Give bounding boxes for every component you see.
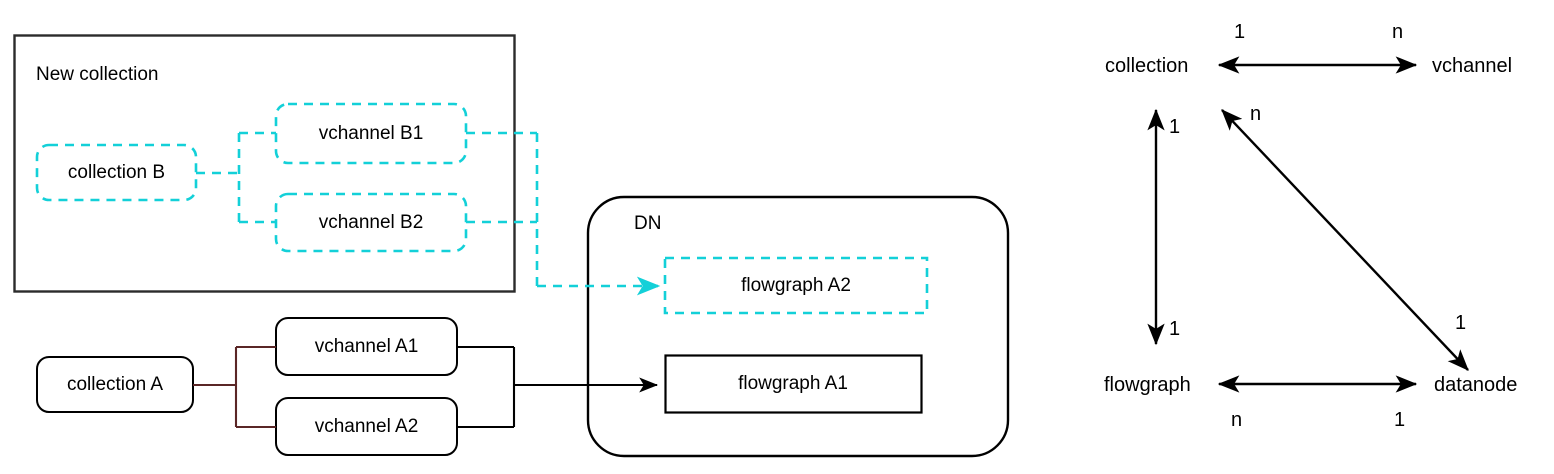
dn-group-box <box>586 195 1010 458</box>
vchannel-a2-label: vchannel A2 <box>314 416 419 437</box>
flowgraph-a2-box <box>663 256 929 315</box>
flowgraph-a1-box <box>664 354 923 414</box>
collection-b-box <box>35 143 198 202</box>
er-edge-vchannel-datanode <box>1221 109 1469 371</box>
er-cardinality-collection-flowgraph-bottom: 1 <box>1169 318 1181 340</box>
er-cardinality-collection-vchannel-left: 1 <box>1234 21 1246 43</box>
collection-b-label: collection B <box>67 162 166 183</box>
er-cardinality-vchannel-datanode-bottom: 1 <box>1455 312 1467 334</box>
er-entity-vchannel: vchannel <box>1432 55 1513 77</box>
new-collection-group-box <box>13 34 516 293</box>
er-cardinality-flowgraph-datanode-right: 1 <box>1394 409 1406 431</box>
edge-collection-b-to-vchannels <box>196 131 276 224</box>
flowgraph-a1-label: flowgraph A1 <box>738 373 848 394</box>
vchannel-a1-label: vchannel A1 <box>314 336 419 357</box>
er-cardinality-collection-flowgraph-top: 1 <box>1169 116 1181 138</box>
er-cardinality-flowgraph-datanode-left: n <box>1231 409 1243 431</box>
edge-vchannels-a-to-flowgraph-a1 <box>457 345 657 429</box>
vchannel-b1-label: vchannel B1 <box>318 123 424 144</box>
edge-collection-a-to-vchannels <box>193 345 276 429</box>
er-entity-flowgraph: flowgraph <box>1104 374 1191 396</box>
er-entity-collection: collection <box>1105 55 1189 77</box>
edge-vchannels-b-to-flowgraph-a2 <box>466 131 659 286</box>
flowgraph-a2-label: flowgraph A2 <box>741 275 851 296</box>
collection-a-label: collection A <box>66 374 164 395</box>
er-cardinality-collection-vchannel-right: n <box>1392 21 1404 43</box>
er-cardinality-vchannel-datanode-top: n <box>1250 103 1262 125</box>
er-entity-datanode: datanode <box>1434 374 1518 396</box>
new-collection-group-title: New collection <box>36 64 159 85</box>
vchannel-b2-label: vchannel B2 <box>318 212 424 233</box>
dn-group-title: DN <box>634 213 662 234</box>
